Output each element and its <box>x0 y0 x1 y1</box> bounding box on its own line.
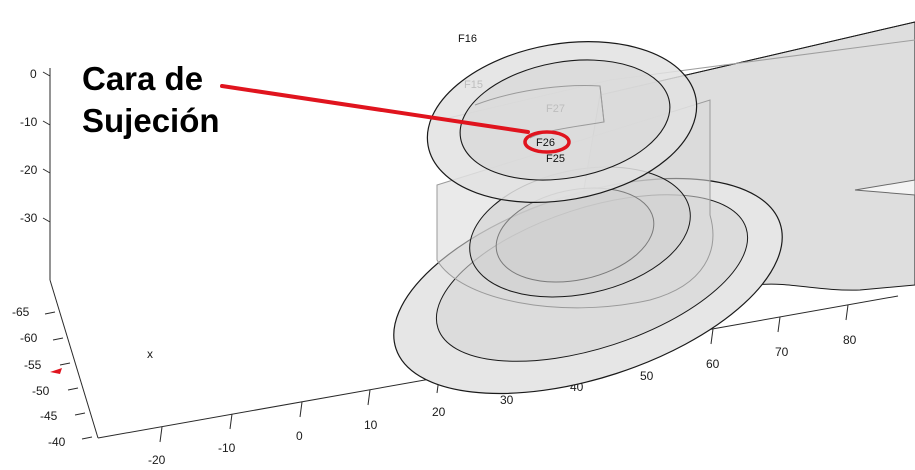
y-tick-minus60: -60 <box>20 331 38 345</box>
highlight-ellipse <box>523 130 571 154</box>
x-tick-60: 60 <box>706 357 720 371</box>
face-label-f25: F25 <box>546 153 565 165</box>
face-label-f26: F26 <box>536 137 555 149</box>
x-tick-20: 20 <box>432 405 446 419</box>
y-tick-minus45: -45 <box>40 409 58 423</box>
clamping-face-callout: Cara de Sujeción <box>82 58 220 142</box>
callout-pointer <box>220 84 571 154</box>
x-tick-50: 50 <box>640 369 654 383</box>
callout-line-2: Sujeción <box>82 102 220 139</box>
x-tick-80: 80 <box>843 333 857 347</box>
face-label-f15: F15 <box>464 79 483 91</box>
x-tick-minus20: -20 <box>148 453 166 467</box>
callout-line-1: Cara de <box>82 60 204 97</box>
y-tick-minus55: -55 <box>24 358 42 372</box>
face-label-f27: F27 <box>546 103 565 115</box>
z-tick-minus20: -20 <box>20 163 38 177</box>
x-tick-minus10: -10 <box>218 441 236 455</box>
face-label-f16: F16 <box>458 33 477 45</box>
axis-origin-marker <box>50 368 62 374</box>
z-tick-0: 0 <box>30 67 37 81</box>
z-tick-minus10: -10 <box>20 115 38 129</box>
z-tick-minus30: -30 <box>20 211 38 225</box>
top-ring-face[interactable] <box>415 22 710 223</box>
y-tick-minus50: -50 <box>32 384 50 398</box>
x-axis-label: x <box>147 347 153 361</box>
y-tick-minus65: -65 <box>12 305 30 319</box>
y-tick-minus40: -40 <box>48 435 66 449</box>
x-tick-70: 70 <box>775 345 789 359</box>
x-tick-10: 10 <box>364 418 378 432</box>
x-tick-0: 0 <box>296 429 303 443</box>
x-tick-30: 30 <box>500 393 514 407</box>
